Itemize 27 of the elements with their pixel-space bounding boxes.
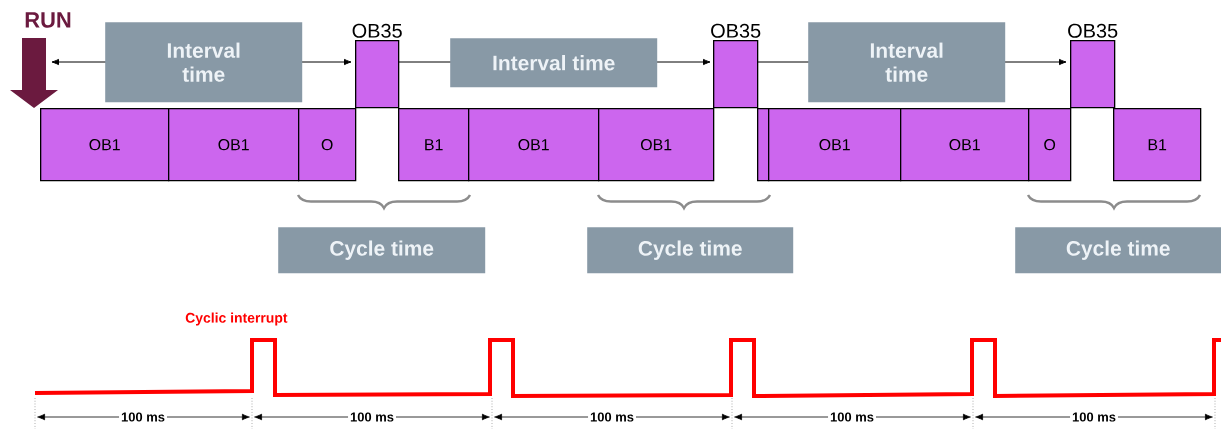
program-block: OB1	[40, 108, 170, 182]
node-label: OB35	[711, 23, 761, 38]
program-block	[757, 108, 770, 182]
program-block: B1	[398, 108, 470, 182]
node-label: OB35	[352, 23, 402, 38]
cycle-time-box: Cycle time	[278, 227, 486, 274]
interrupt-block: OB35	[711, 23, 761, 109]
dimension-label: 100 ms	[828, 410, 876, 424]
node-label: OB35	[1068, 23, 1118, 38]
interrupt-block: OB35	[352, 23, 402, 109]
interval-time-box: Interval time	[450, 38, 658, 88]
program-block: OB1	[468, 108, 600, 182]
signal-label: Cyclic interrupt	[185, 312, 288, 326]
program-block: B1	[1113, 108, 1202, 182]
cycle-time-box: Cycle time	[1015, 227, 1221, 274]
dimension-label: 100 ms	[588, 410, 636, 424]
dimension-label: 100 ms	[1070, 410, 1118, 424]
program-block: O	[1028, 108, 1072, 182]
interval-time-box: Interval time	[105, 22, 303, 103]
run-label: RUN	[25, 12, 71, 28]
program-block: OB1	[598, 108, 715, 182]
dimension-label: 100 ms	[119, 410, 167, 424]
interrupt-block: OB35	[1068, 23, 1118, 109]
interval-time-box: Interval time	[808, 22, 1006, 103]
cycle-time-box: Cycle time	[587, 227, 794, 274]
program-block: O	[298, 108, 357, 182]
dimension-label: 100 ms	[348, 410, 396, 424]
